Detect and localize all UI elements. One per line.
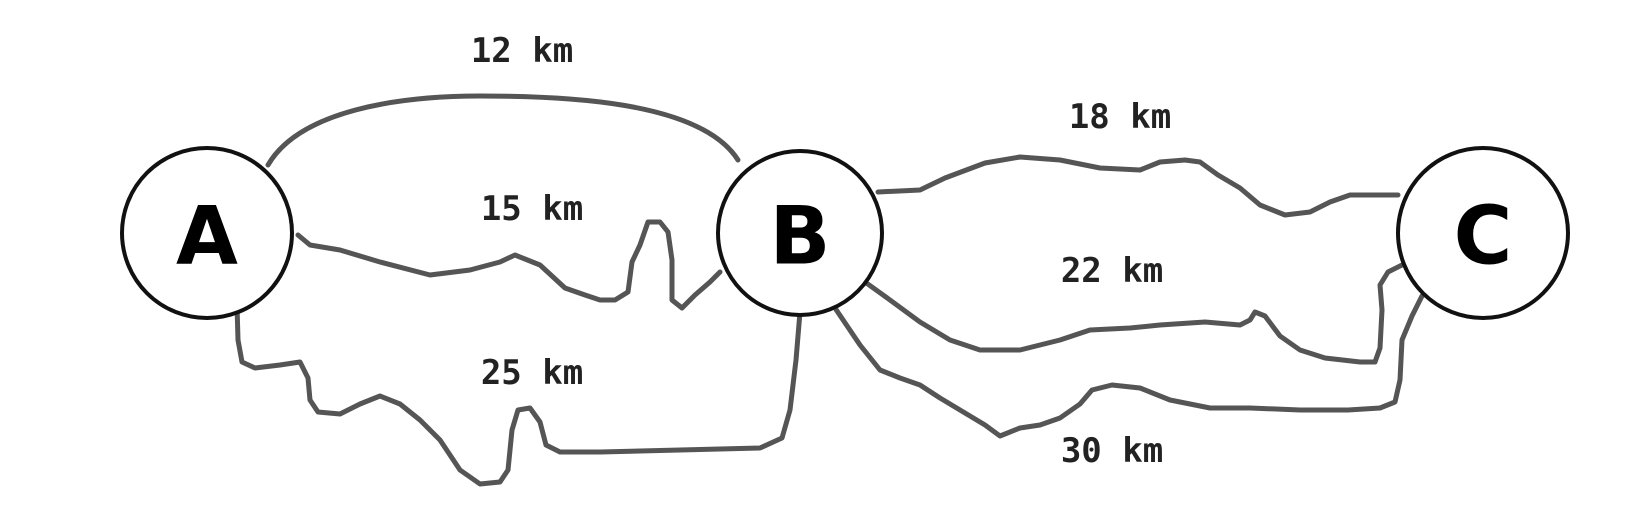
route-a-b-25km — [234, 302, 803, 487]
route-b-c-30km — [832, 293, 1425, 439]
route-b-c-18km — [875, 154, 1401, 218]
node-b[interactable]: B — [716, 149, 884, 317]
node-a-label: A — [176, 190, 238, 283]
distance-label-a-b-25km: 25 km — [481, 353, 583, 393]
node-c[interactable]: C — [1396, 146, 1570, 320]
node-b-circle — [716, 149, 884, 317]
node-a-circle — [120, 146, 294, 320]
distance-label-a-b-12km: 12 km — [471, 31, 573, 71]
distance-label-b-c-22km: 22 km — [1061, 251, 1163, 291]
route-a-b-12km — [265, 93, 741, 168]
distance-label-b-c-18km: 18 km — [1069, 97, 1171, 137]
distance-label-b-c-30km: 30 km — [1061, 431, 1163, 471]
node-c-circle — [1396, 146, 1570, 320]
route-b-c-22km — [862, 262, 1405, 365]
node-c-label: C — [1454, 190, 1513, 283]
node-a[interactable]: A — [120, 146, 294, 320]
route-a-b-15km — [295, 219, 723, 311]
node-b-label: B — [770, 190, 831, 283]
distance-label-a-b-15km: 15 km — [481, 189, 583, 229]
